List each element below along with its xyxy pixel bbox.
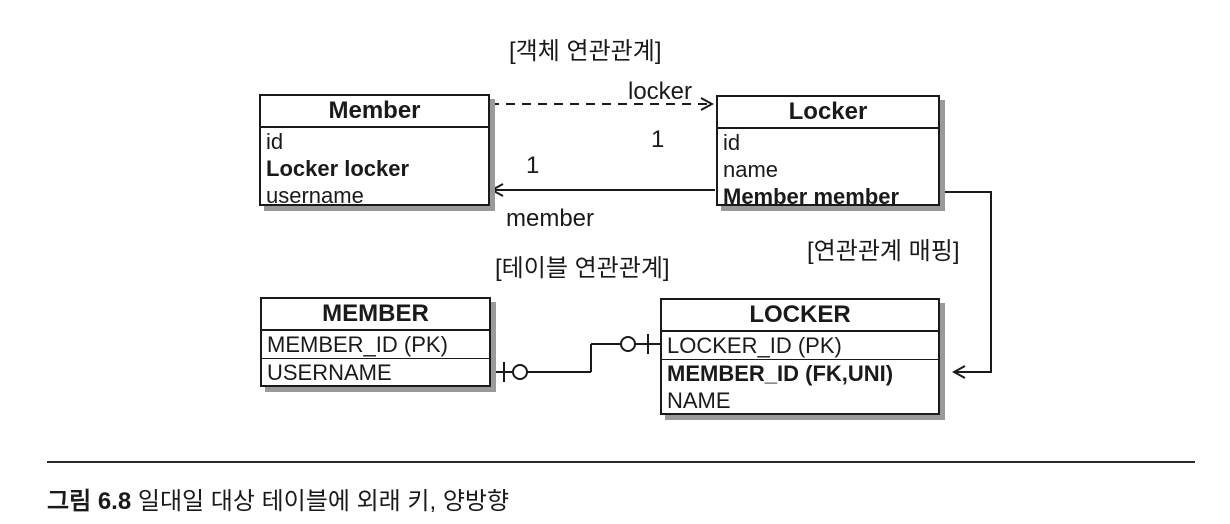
member-entity-title: Member xyxy=(261,96,488,128)
mapping-arrow xyxy=(940,191,992,372)
member-entity: Member id Locker locker username xyxy=(259,94,490,208)
locker-field-label: locker xyxy=(628,78,693,105)
locker-table: LOCKER LOCKER_ID (PK) MEMBER_ID (FK,UNI)… xyxy=(660,298,940,415)
figure-caption: 그림 6.8 일대일 대상 테이블에 외래 키, 양방향 xyxy=(47,481,509,516)
member-column-username: USERNAME xyxy=(267,360,392,385)
multiplicity-member: 1 xyxy=(526,152,540,179)
member-field-label: member xyxy=(506,205,595,232)
figure-caption-text: 일대일 대상 테이블에 외래 키, 양방향 xyxy=(131,488,510,515)
locker-entity: Locker id name Member member xyxy=(716,95,940,209)
table-relation-label: [테이블 연관관계] xyxy=(495,255,670,282)
member-table-title: MEMBER xyxy=(262,299,489,331)
locker-field-id: id xyxy=(723,130,741,155)
locker-column-member-id: MEMBER_ID (FK,UNI) xyxy=(667,361,894,386)
locker-column-name: NAME xyxy=(667,388,731,413)
figure-number: 그림 6.8 xyxy=(47,488,132,515)
locker-entity-title: Locker xyxy=(718,97,938,129)
locker-field-member: Member member xyxy=(723,184,900,209)
caption-divider xyxy=(47,461,1195,463)
object-relation-label: [객체 연관관계] xyxy=(509,38,662,65)
multiplicity-locker: 1 xyxy=(651,126,665,153)
table-relation-line xyxy=(491,334,660,382)
member-column-member-id: MEMBER_ID (PK) xyxy=(262,331,489,359)
locker-field-name: name xyxy=(723,157,779,182)
locker-column-locker-id: LOCKER_ID (PK) xyxy=(662,332,938,360)
mapping-label: [연관관계 매핑] xyxy=(807,238,960,265)
member-table: MEMBER MEMBER_ID (PK) USERNAME xyxy=(260,297,491,387)
member-field-id: id xyxy=(266,129,284,154)
locker-table-title: LOCKER xyxy=(662,300,938,332)
member-field-username: username xyxy=(266,183,364,208)
member-field-locker: Locker locker xyxy=(266,156,410,181)
